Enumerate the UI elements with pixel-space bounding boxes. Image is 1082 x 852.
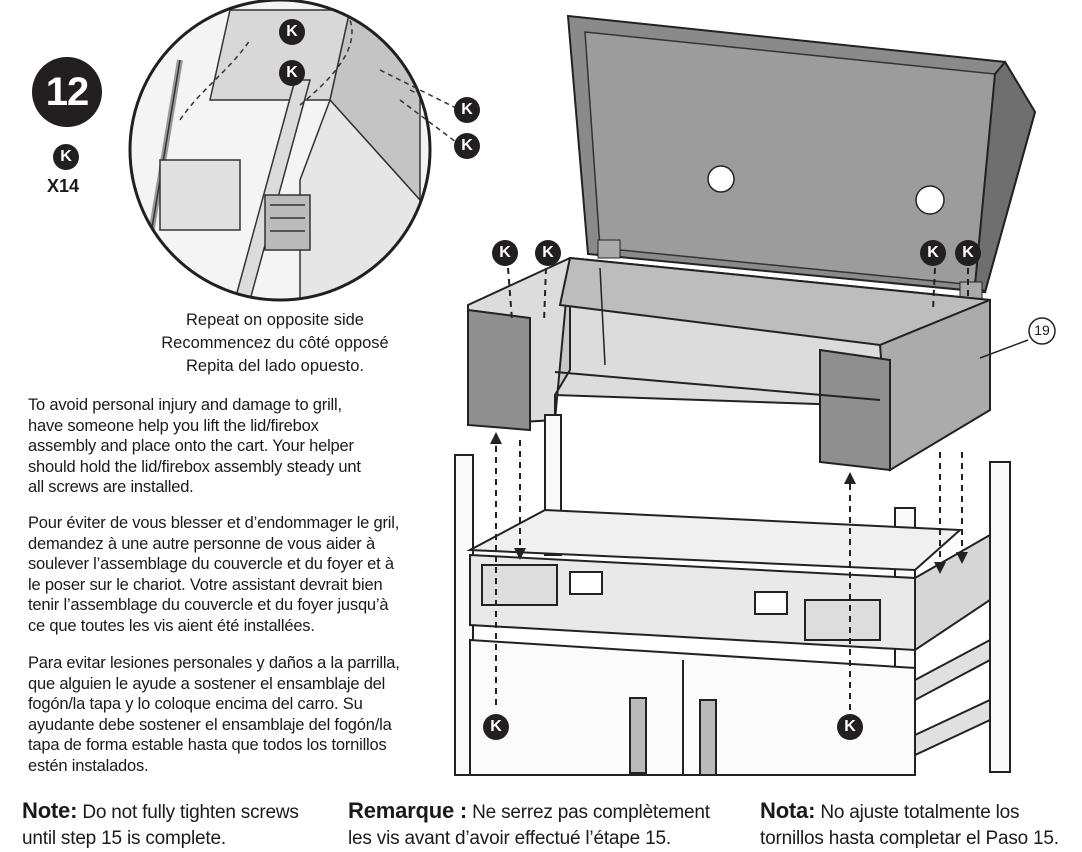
repeat-text-es: Repita del lado opuesto. bbox=[186, 357, 364, 375]
instruction-line: assembly and place onto the cart. Your h… bbox=[28, 437, 354, 455]
firebox bbox=[467, 256, 991, 472]
repeat-text-en: Repeat on opposite side bbox=[186, 311, 364, 329]
callout-k-badge: K bbox=[535, 240, 561, 266]
instruction-line: tenir l’assemblage du couvercle et du fo… bbox=[28, 596, 389, 614]
callout-k-badge: K bbox=[492, 240, 518, 266]
instruction-line: tapa de forma estable hasta que todos lo… bbox=[28, 736, 387, 754]
repeat-text-fr: Recommencez du côté opposé bbox=[161, 334, 389, 352]
instruction-line: all screws are installed. bbox=[28, 478, 194, 496]
note-label: Remarque : bbox=[348, 798, 468, 823]
callout-k-badge: K bbox=[454, 97, 480, 123]
instruction-line: estén instalados. bbox=[28, 756, 149, 775]
instruction-line: Para evitar lesiones personales y daños … bbox=[28, 654, 400, 672]
callout-k-badge: K bbox=[483, 714, 509, 740]
note-text: until step 15 is complete. bbox=[22, 828, 226, 849]
instruction-en: To avoid personal injury and damage to g… bbox=[28, 395, 448, 498]
instruction-line: ayudante debe sostener el ensamblaje del… bbox=[28, 715, 392, 734]
hardware-k-badge: K bbox=[53, 144, 79, 170]
instruction-line: soulever l’assemblage du couvercle et du… bbox=[28, 555, 394, 573]
instruction-es: Para evitar lesiones personales y daños … bbox=[28, 653, 448, 776]
callout-k-badge: K bbox=[279, 19, 305, 45]
note-text: Ne serrez pas complètement bbox=[472, 802, 710, 823]
instruction-line: To avoid personal injury and damage to g… bbox=[28, 396, 342, 414]
hardware-quantity: X14 bbox=[47, 176, 80, 196]
callout-k-badge: K bbox=[837, 714, 863, 740]
callout-k-badge: K bbox=[454, 133, 480, 159]
instruction-line: fogón/la tapa y lo coloque encima del ca… bbox=[28, 695, 363, 713]
note-text: tornillos hasta completar el Paso 15. bbox=[760, 828, 1059, 849]
grill-lid bbox=[566, 14, 1037, 301]
detail-circle bbox=[128, 0, 432, 302]
instruction-line: que alguien le ayude a sostener el ensam… bbox=[28, 674, 386, 693]
callout-k-badge: K bbox=[920, 240, 946, 266]
note-en: Note: Do not fully tighten screws until … bbox=[22, 798, 342, 852]
note-fr: Remarque : Ne serrez pas complètement le… bbox=[348, 798, 748, 852]
note-text: les vis avant d’avoir effectué l’étape 1… bbox=[348, 828, 671, 849]
callout-k-badge: K bbox=[955, 240, 981, 266]
instruction-line: have someone help you lift the lid/fireb… bbox=[28, 416, 319, 435]
note-es: Nota: No ajuste totalmente los tornillos… bbox=[760, 798, 1078, 852]
step-number-badge: 12 bbox=[32, 57, 102, 127]
detail-zoom-view bbox=[130, 0, 430, 300]
instruction-line: demandez à une autre personne de vous ai… bbox=[28, 534, 375, 553]
instruction-line: should hold the lid/firebox assembly ste… bbox=[28, 457, 361, 476]
callout-k-badge: K bbox=[279, 60, 305, 86]
part-number-circle bbox=[1028, 317, 1056, 345]
note-label: Nota: bbox=[760, 798, 816, 823]
part-number-label: 19 bbox=[1034, 322, 1050, 338]
instruction-line: Pour éviter de vous blesser et d’endomma… bbox=[28, 514, 400, 532]
note-text: Do not fully tighten screws bbox=[82, 802, 299, 823]
note-label: Note: bbox=[22, 798, 78, 823]
note-text: No ajuste totalmente los bbox=[820, 802, 1020, 823]
instruction-fr: Pour éviter de vous blesser et d’endomma… bbox=[28, 513, 448, 636]
placement-arrows bbox=[495, 267, 969, 710]
cart bbox=[454, 414, 1011, 776]
instruction-line: le poser sur le chariot. Votre assistant… bbox=[28, 575, 383, 594]
instruction-line: ce que toutes les vis aient été installé… bbox=[28, 616, 315, 635]
repeat-instruction: Repeat on opposite side Recommencez du c… bbox=[140, 309, 410, 378]
